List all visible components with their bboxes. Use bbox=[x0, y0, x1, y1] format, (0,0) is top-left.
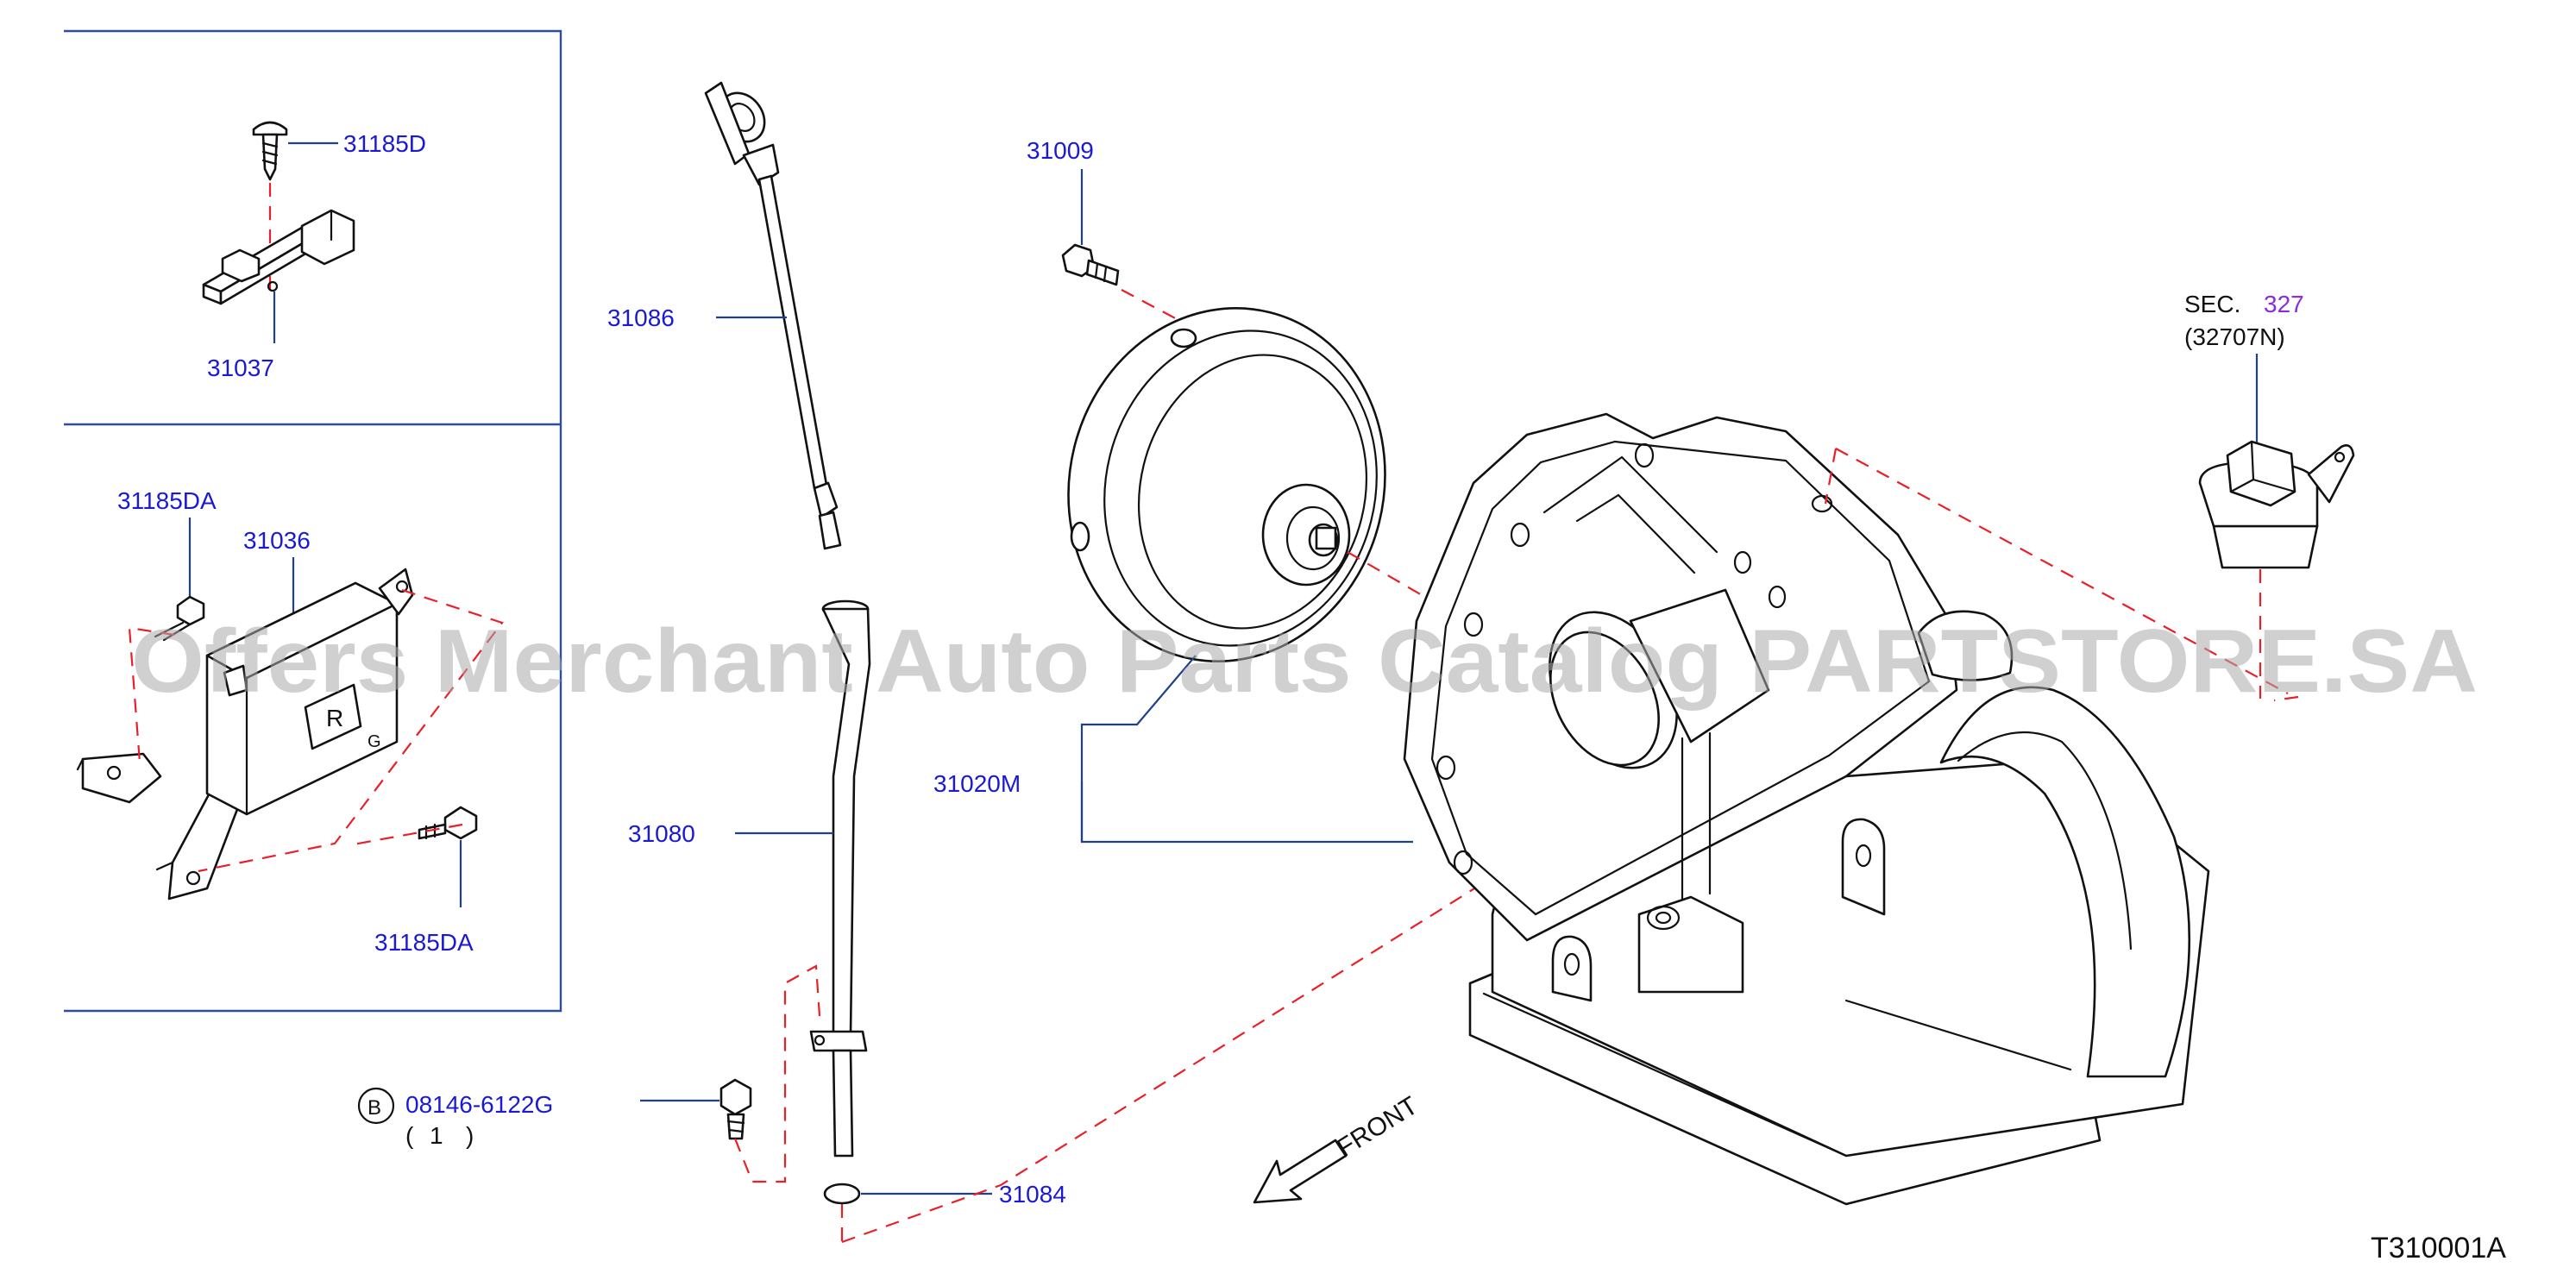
sec-link-327[interactable]: 327 bbox=[2264, 291, 2304, 317]
torque-converter-31020m[interactable] bbox=[1032, 274, 1423, 695]
bolt-31185da-bottom[interactable] bbox=[418, 806, 478, 840]
sec-prefix: SEC. bbox=[2184, 291, 2240, 317]
qty-open: ( bbox=[405, 1122, 414, 1149]
diagram-code: T310001A bbox=[2371, 1232, 2506, 1264]
label-08146[interactable]: 08146-6122G bbox=[405, 1091, 553, 1118]
label-31185da-top[interactable]: 31185DA bbox=[117, 487, 217, 514]
label-31185da-bottom[interactable]: 31185DA bbox=[374, 929, 474, 956]
bolt-08146[interactable] bbox=[719, 1078, 752, 1140]
label-31080[interactable]: 31080 bbox=[628, 820, 695, 847]
qty-close: ) bbox=[466, 1122, 474, 1149]
qty-value: 1 bbox=[430, 1122, 443, 1149]
front-arrow: FRONT bbox=[1253, 1091, 1423, 1204]
label-31086[interactable]: 31086 bbox=[607, 304, 675, 331]
bracket-31037[interactable] bbox=[202, 209, 355, 305]
label-31037[interactable]: 31037 bbox=[207, 355, 274, 381]
module-mark: R bbox=[326, 705, 343, 731]
bolt-31009[interactable] bbox=[1061, 243, 1120, 286]
dipstick-31086[interactable] bbox=[704, 81, 842, 550]
front-label: FRONT bbox=[1332, 1091, 1423, 1163]
bolt-31185da-top[interactable] bbox=[154, 595, 205, 642]
watermark: Offers Merchant Auto Parts Catalog PARTS… bbox=[131, 612, 2478, 712]
tube-31080[interactable] bbox=[809, 599, 871, 1158]
label-31009[interactable]: 31009 bbox=[1027, 137, 1094, 164]
label-31020m[interactable]: 31020M bbox=[933, 770, 1021, 797]
transmission-housing[interactable] bbox=[1403, 412, 2210, 1206]
label-31185d[interactable]: 31185D bbox=[343, 130, 426, 157]
sensor-32707n[interactable] bbox=[2198, 440, 2355, 569]
module-mark-2: G bbox=[368, 732, 381, 751]
inset-frames bbox=[64, 29, 562, 1013]
callout-b: B bbox=[368, 1096, 381, 1120]
callout-b-circle bbox=[357, 1087, 395, 1125]
screw-31185d[interactable] bbox=[252, 121, 288, 181]
label-31036[interactable]: 31036 bbox=[243, 527, 311, 554]
o-ring-31084[interactable] bbox=[823, 1183, 861, 1205]
sec-part-32707n: (32707N) bbox=[2184, 323, 2285, 350]
label-31084[interactable]: 31084 bbox=[999, 1181, 1066, 1208]
module-31036[interactable]: R G bbox=[76, 568, 414, 900]
